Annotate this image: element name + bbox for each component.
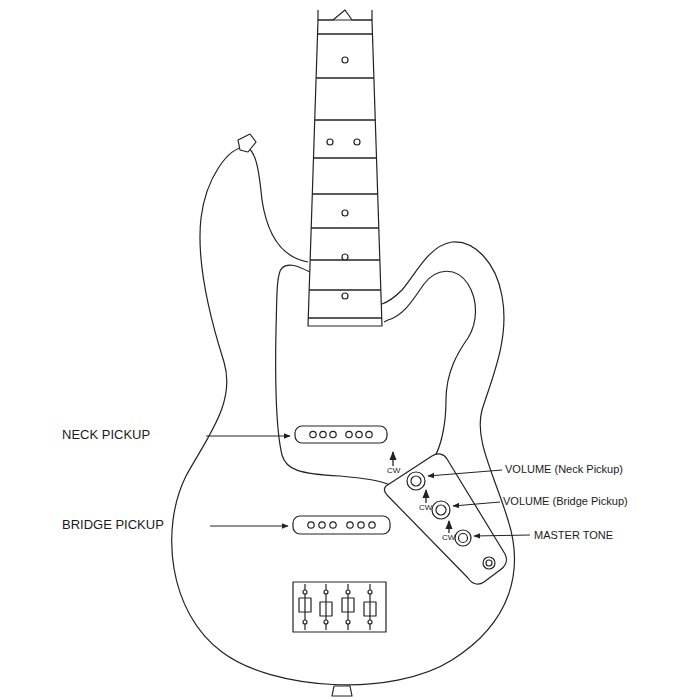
pole-piece xyxy=(347,522,353,528)
pole-piece xyxy=(356,431,362,437)
rotation-label: CW xyxy=(442,534,455,543)
pole-piece xyxy=(320,431,326,437)
fret-marker xyxy=(342,57,348,63)
control-plate xyxy=(384,454,506,584)
fret xyxy=(316,77,374,78)
fret-marker xyxy=(342,293,348,299)
fret xyxy=(313,157,376,158)
pole-piece xyxy=(369,522,375,528)
knobs xyxy=(407,472,495,569)
strap-button xyxy=(238,134,256,152)
bridge-pickup xyxy=(293,516,390,534)
pole-piece xyxy=(308,522,314,528)
control-label: VOLUME (Bridge Pickup) xyxy=(503,495,628,507)
fret xyxy=(315,119,376,120)
pole-piece xyxy=(310,431,316,437)
neck-pickup xyxy=(295,426,387,443)
part-label: NECK PICKUP xyxy=(62,428,150,442)
part-label: BRIDGE PICKUP xyxy=(62,518,164,532)
fret xyxy=(318,33,373,34)
bridge-saddle xyxy=(299,584,311,630)
fret-marker xyxy=(342,210,348,216)
pole-piece xyxy=(319,522,325,528)
fret xyxy=(311,227,379,228)
cw-arrows xyxy=(393,452,449,533)
rotation-label: CW xyxy=(419,504,432,513)
headstock-break xyxy=(318,10,372,20)
fret xyxy=(309,289,381,290)
headstock-edge xyxy=(317,10,318,20)
bridge-saddle xyxy=(364,584,376,630)
pole-piece xyxy=(358,522,364,528)
pole-piece xyxy=(330,522,336,528)
headstock-edge xyxy=(371,10,372,20)
fret-marker xyxy=(327,139,333,145)
pole-piece xyxy=(346,431,352,437)
body-outline xyxy=(172,147,515,685)
fret xyxy=(308,317,381,318)
fret-marker xyxy=(342,254,348,260)
control-label: VOLUME (Neck Pickup) xyxy=(505,463,623,475)
pole-piece xyxy=(366,431,372,437)
leader-lines xyxy=(206,436,530,536)
control-label: MASTER TONE xyxy=(534,529,613,541)
fret xyxy=(312,193,377,194)
bridge-plate xyxy=(293,582,386,632)
neck xyxy=(308,20,382,326)
bridge-saddle xyxy=(342,584,354,630)
pole-piece xyxy=(330,431,336,437)
bridge-saddle xyxy=(320,584,332,630)
rotation-label: CW xyxy=(387,467,400,476)
strap-button xyxy=(332,686,352,696)
fret-marker xyxy=(354,139,360,145)
